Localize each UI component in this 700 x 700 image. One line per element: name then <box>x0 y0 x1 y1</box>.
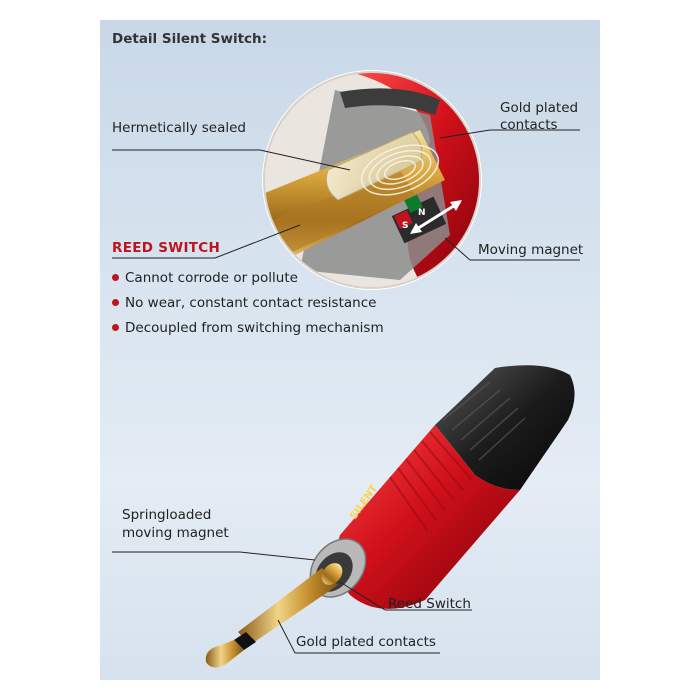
bullet-dot-icon <box>112 324 119 331</box>
gold-sleeve <box>238 568 338 645</box>
bullet-text: Cannot corrode or pollute <box>125 269 298 286</box>
callout-gold-contacts-top-line1: Gold plated <box>500 100 579 116</box>
bullet-dot-icon <box>112 299 119 306</box>
reed-coil <box>360 144 440 196</box>
bullet-text: No wear, constant contact resistance <box>125 294 377 311</box>
callout-springloaded-line1: Springloaded <box>122 507 212 523</box>
callout-reed-switch: Reed Switch <box>388 596 471 612</box>
bullet-text: Decoupled from switching mechanism <box>125 319 384 336</box>
callout-gold-contacts-bottom: Gold plated contacts <box>296 634 436 650</box>
list-item: No wear, constant contact resistance <box>112 290 384 315</box>
diagram-title: Detail Silent Switch: <box>112 31 268 47</box>
bullet-dot-icon <box>112 274 119 281</box>
diagram-panel: S N <box>100 20 600 680</box>
rubber-boot <box>435 365 575 490</box>
magnet-block <box>391 194 447 244</box>
callout-lines <box>112 129 580 654</box>
reed-switch-features: Cannot corrode or pollute No wear, const… <box>112 265 384 340</box>
list-item: Decoupled from switching mechanism <box>112 315 384 340</box>
reed-switch-heading: REED SWITCH <box>112 240 221 256</box>
connector-illustration: S N <box>112 70 580 668</box>
magnet-pole-s: S <box>402 221 408 231</box>
magnet-pole-n: N <box>418 208 426 218</box>
gold-tip <box>205 640 244 668</box>
red-body <box>335 425 520 609</box>
callout-springloaded-line2: moving magnet <box>122 525 229 541</box>
list-item: Cannot corrode or pollute <box>112 265 384 290</box>
callout-hermetically-sealed: Hermetically sealed <box>112 120 246 136</box>
detail-magnifier: S N <box>262 70 482 290</box>
jack-connector: SILENT <box>205 365 575 668</box>
callout-gold-contacts-top-line2: contacts <box>500 117 558 133</box>
callout-moving-magnet: Moving magnet <box>478 242 584 258</box>
movement-arrow-icon <box>410 200 462 234</box>
